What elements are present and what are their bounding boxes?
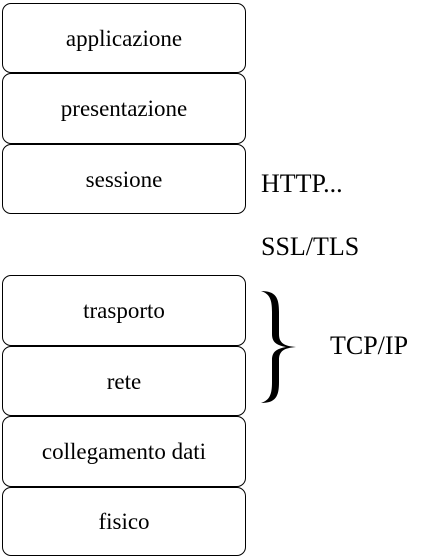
layer-label: collegamento dati (41, 439, 207, 464)
layer-collegamento-dati: collegamento dati (2, 416, 246, 487)
layer-label: applicazione (65, 25, 183, 51)
layer-rete: rete (2, 346, 246, 416)
layer-presentazione: presentazione (2, 73, 246, 144)
tcp-ip-label: TCP/IP (330, 331, 409, 360)
layer-sessione: sessione (2, 144, 246, 214)
layer-trasporto: trasporto (2, 275, 246, 346)
layer-label: rete (106, 368, 142, 394)
layer-applicazione: applicazione (2, 3, 246, 73)
layer-fisico: fisico (2, 487, 246, 556)
layer-label: fisico (98, 509, 150, 534)
http-label: HTTP... (261, 169, 343, 198)
right-curly-brace-icon (261, 291, 296, 403)
layer-label: trasporto (83, 298, 165, 323)
layer-label: presentazione (60, 96, 188, 121)
ssl-tls-label: SSL/TLS (261, 232, 360, 261)
layer-label: sessione (85, 166, 163, 192)
